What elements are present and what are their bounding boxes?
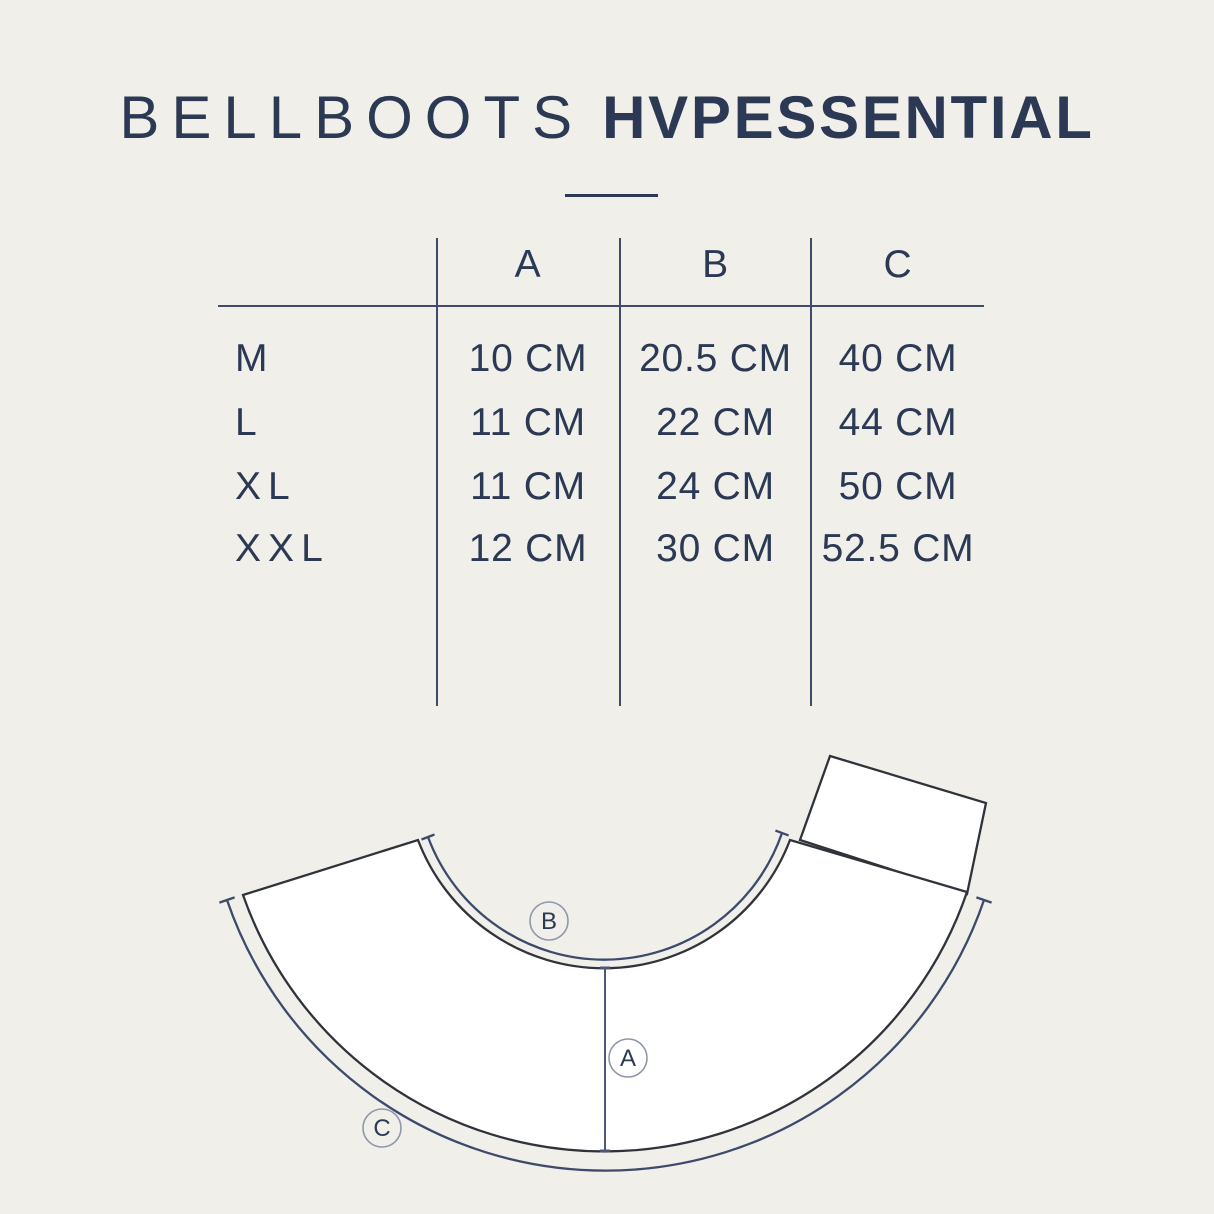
- value-cell-b: 20.5 CM: [639, 337, 792, 380]
- column-header-c: C: [883, 243, 913, 286]
- diagram-label-b: B: [541, 908, 557, 935]
- measurement-arc-c: [219, 896, 992, 1172]
- label-circle-a: [608, 1038, 648, 1078]
- value-cell-a: 10 CM: [468, 337, 588, 380]
- table-header-rule: [218, 305, 984, 307]
- row-label: XL: [235, 465, 297, 508]
- column-header-a: A: [514, 243, 542, 286]
- value-cell-c: 50 CM: [838, 465, 958, 508]
- diagram-label-a: A: [620, 1045, 636, 1072]
- value-cell-c: 40 CM: [838, 337, 958, 380]
- value-cell-a: 12 CM: [468, 527, 588, 570]
- row-label: M: [235, 337, 275, 380]
- title-brand: HVPESSENTIAL: [602, 84, 1095, 151]
- value-cell-a: 11 CM: [470, 401, 586, 444]
- table-vertical-line: [810, 238, 812, 706]
- value-cell-a: 11 CM: [470, 465, 586, 508]
- table-vertical-line: [436, 238, 438, 706]
- diagram-label-c: C: [373, 1115, 390, 1142]
- title-product: BELLBOOTS: [119, 84, 585, 151]
- table-vertical-line: [619, 238, 621, 706]
- value-cell-c: 44 CM: [838, 401, 958, 444]
- title-divider: [565, 194, 658, 197]
- bellboot-pattern-diagram: B A C: [219, 754, 992, 1172]
- row-label: XXL: [235, 527, 330, 570]
- label-circle-b: [529, 901, 569, 941]
- value-cell-c: 52.5 CM: [821, 527, 975, 570]
- page-title: BELLBOOTS HVPESSENTIAL: [0, 86, 1214, 150]
- label-circle-c: [362, 1108, 402, 1148]
- column-header-b: B: [702, 243, 729, 286]
- measurement-line-a: [600, 966, 610, 1153]
- row-label: L: [235, 401, 264, 444]
- value-cell-b: 24 CM: [656, 465, 775, 508]
- value-cell-b: 30 CM: [656, 527, 775, 570]
- value-cell-b: 22 CM: [656, 401, 775, 444]
- measurement-arc-b: [421, 829, 789, 961]
